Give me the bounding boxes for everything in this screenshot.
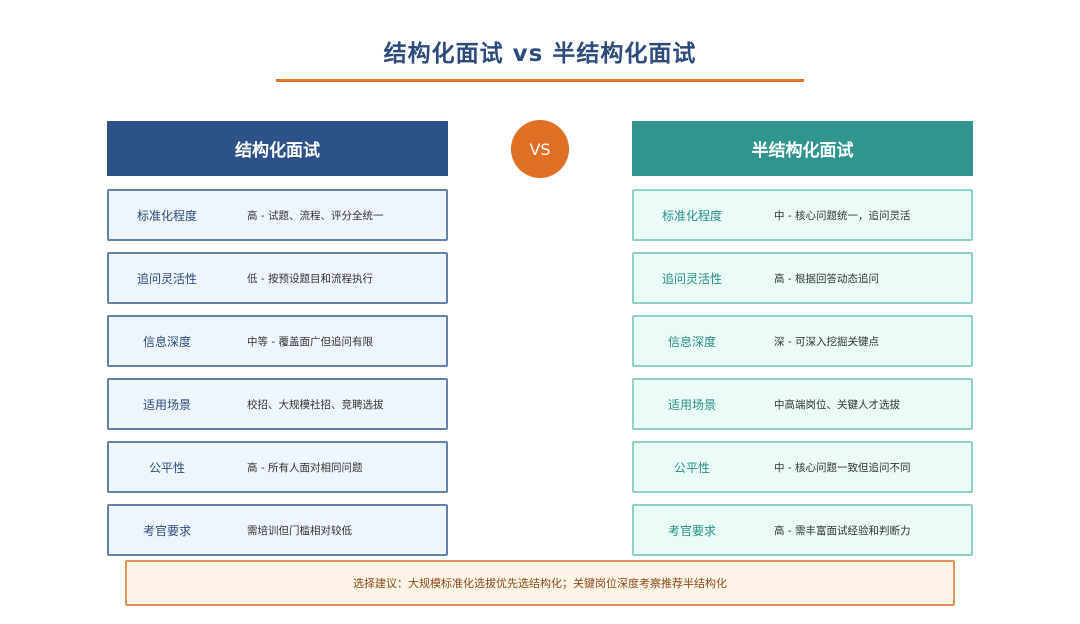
row-label: 公平性 [148, 460, 185, 475]
row-value: 需培训但门槛相对较低 [247, 524, 352, 537]
row-label: 追问灵活性 [136, 271, 197, 286]
left-row-applicable-scenarios: 适用场景 校招、大规模社招、竞聘选拔 [107, 378, 448, 430]
left-row-standardization: 标准化程度 高 - 试题、流程、评分全统一 [107, 189, 448, 241]
right-row-interviewer-requirements: 考官要求 高 - 需丰富面试经验和判断力 [632, 504, 973, 556]
semi-structured-interview-header: 半结构化面试 [632, 121, 973, 176]
row-value: 高 - 试题、流程、评分全统一 [247, 209, 384, 222]
title-underline [276, 79, 804, 82]
right-row-followup-flexibility: 追问灵活性 高 - 根据回答动态追问 [632, 252, 973, 304]
vs-badge: VS [511, 120, 569, 178]
left-row-information-depth: 信息深度 中等 - 覆盖面广但追问有限 [107, 315, 448, 367]
row-label: 标准化程度 [136, 208, 197, 223]
left-row-interviewer-requirements: 考官要求 需培训但门槛相对较低 [107, 504, 448, 556]
row-value: 深 - 可深入挖掘关键点 [774, 335, 879, 348]
row-label: 适用场景 [142, 397, 191, 412]
row-value: 中等 - 覆盖面广但追问有限 [247, 335, 373, 348]
right-row-fairness: 公平性 中 - 核心问题一致但追问不同 [632, 441, 973, 493]
row-value: 高 - 需丰富面试经验和判断力 [774, 524, 911, 537]
left-row-fairness: 公平性 高 - 所有人面对相同问题 [107, 441, 448, 493]
row-value: 中 - 核心问题统一，追问灵活 [774, 209, 911, 222]
row-label: 信息深度 [667, 334, 716, 349]
row-label: 追问灵活性 [661, 271, 722, 286]
row-label: 考官要求 [667, 523, 716, 538]
right-row-information-depth: 信息深度 深 - 可深入挖掘关键点 [632, 315, 973, 367]
row-label: 公平性 [673, 460, 710, 475]
row-value: 高 - 所有人面对相同问题 [247, 461, 363, 474]
row-value: 低 - 按预设题目和流程执行 [247, 272, 373, 285]
row-label: 信息深度 [142, 334, 191, 349]
right-row-standardization: 标准化程度 中 - 核心问题统一，追问灵活 [632, 189, 973, 241]
structured-interview-header: 结构化面试 [107, 121, 448, 176]
row-label: 考官要求 [142, 523, 191, 538]
left-row-followup-flexibility: 追问灵活性 低 - 按预设题目和流程执行 [107, 252, 448, 304]
row-value: 中高端岗位、关键人才选拔 [774, 398, 900, 411]
row-value: 中 - 核心问题一致但追问不同 [774, 461, 911, 474]
right-row-applicable-scenarios: 适用场景 中高端岗位、关键人才选拔 [632, 378, 973, 430]
row-value: 校招、大规模社招、竞聘选拔 [247, 398, 384, 411]
row-label: 标准化程度 [661, 208, 722, 223]
page-title: 结构化面试 vs 半结构化面试 [383, 41, 697, 67]
selection-advice-note: 选择建议：大规模标准化选拔优先选结构化；关键岗位深度考察推荐半结构化 [125, 560, 955, 606]
row-value: 高 - 根据回答动态追问 [774, 272, 879, 285]
row-label: 适用场景 [667, 397, 716, 412]
